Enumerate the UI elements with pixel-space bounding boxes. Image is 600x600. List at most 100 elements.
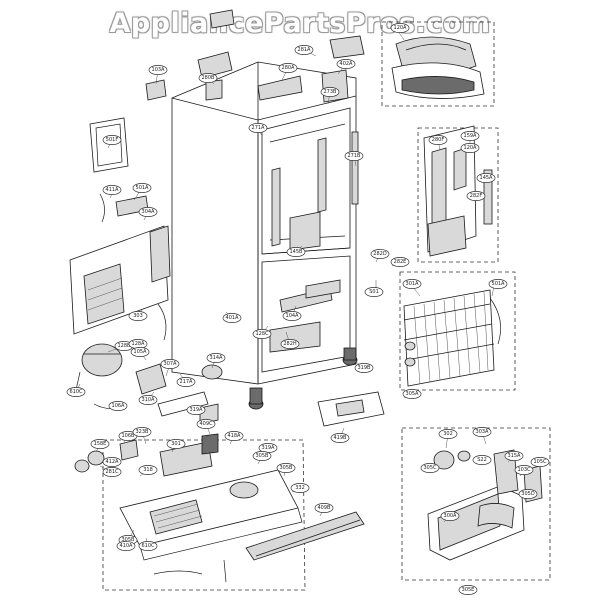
part-callout: 145A [476, 173, 496, 183]
evaporator-group-outline [399, 271, 516, 391]
callout-bubble [518, 489, 538, 499]
callout-bubble [138, 465, 158, 475]
part-callout: 307A [160, 359, 180, 369]
callout-bubble [102, 185, 122, 195]
part-number-label: 301 [171, 441, 181, 447]
part-callout: 103C [514, 465, 534, 475]
part-callout: 120A [460, 143, 480, 153]
part-number-label: 145B [290, 249, 304, 255]
callout-bubble [176, 377, 196, 387]
top-cover-parts [329, 35, 485, 99]
callout-bubble [364, 287, 384, 297]
callout-bubble [330, 433, 350, 443]
part-callout: 610C [66, 387, 86, 397]
callout-bubble [66, 387, 86, 397]
part-number-label: 303 [133, 313, 143, 319]
part-number-label: 105A [134, 349, 148, 355]
part-number-label: 303A [476, 429, 490, 435]
part-callout: 305A [402, 389, 422, 399]
part-number-label: 305B [122, 537, 136, 543]
callout-bubble [128, 311, 148, 321]
part-callout: 105C [530, 457, 550, 467]
part-number-label: 419B [334, 435, 348, 441]
part-callout: 282D [370, 249, 390, 259]
part-number-label: 411A [106, 187, 120, 193]
part-number-label: 310A [142, 397, 156, 403]
part-callout: 271A [248, 123, 268, 133]
callout-bubble [460, 131, 480, 141]
part-callout: 419B [330, 433, 350, 443]
watermark: AppliancePartsPros.com [109, 8, 491, 39]
part-number-label: 301A [406, 281, 420, 287]
callout-bubble [108, 401, 128, 411]
part-callout: 409B [314, 503, 334, 513]
callout-bubble [102, 135, 122, 145]
callout-bubble [102, 457, 122, 467]
part-number-label: S01 [369, 289, 379, 295]
top-cover-group-outline [381, 21, 495, 107]
part-number-label: 106B [122, 433, 136, 439]
callout-bubble [224, 431, 244, 441]
callout-bubble [248, 123, 268, 133]
part-callout: 610C [138, 541, 158, 551]
part-callout: S22 [472, 455, 492, 465]
part-callout: 128C [252, 329, 272, 339]
refrigerator-cabinet [145, 9, 359, 410]
part-callout: 303A [472, 427, 492, 437]
part-callout: 332 [290, 483, 310, 493]
part-callout: 302 [438, 429, 458, 439]
part-callout: 303 [128, 311, 148, 321]
part-callout: 159A [460, 131, 480, 141]
part-callout: 281C [102, 467, 122, 477]
part-number-label: 307A [164, 361, 178, 367]
part-number-label: 103C [517, 467, 531, 473]
part-callout: 501A [488, 279, 508, 289]
part-callout: 402A [336, 59, 356, 69]
evaporator-cover-parts [423, 125, 493, 257]
part-number-label: 282F [470, 193, 483, 199]
part-number-label: 412A [106, 459, 120, 465]
part-number-label: 159A [464, 133, 478, 139]
callout-bubble [132, 183, 152, 193]
part-number-label: 271A [252, 125, 266, 131]
part-number-label: 410A [120, 543, 134, 549]
callout-bubble [504, 451, 524, 461]
part-callout: 145B [286, 247, 306, 257]
callout-bubble [90, 439, 110, 449]
part-number-label: 318 [143, 467, 153, 473]
part-number-label: 401A [226, 315, 240, 321]
part-callout: 401A [222, 313, 242, 323]
part-callout: 280B [198, 73, 218, 83]
callout-bubble [198, 73, 218, 83]
part-number-label: 300A [444, 513, 458, 519]
callout-bubble [148, 65, 168, 75]
part-number-label: 273B [324, 89, 338, 95]
part-number-label: 103A [152, 67, 166, 73]
part-number-label: 104A [286, 313, 300, 319]
part-number-label: 409B [318, 505, 332, 511]
callout-bubble [138, 541, 158, 551]
part-callout: 314A [206, 353, 226, 363]
callout-bubble [460, 143, 480, 153]
callout-bubble [294, 45, 314, 55]
part-number-label: 332 [295, 485, 305, 491]
part-callout: 305E [458, 585, 478, 595]
callout-bubble [390, 23, 410, 33]
part-number-label: 409C [199, 421, 213, 427]
callout-bubble [440, 511, 460, 521]
part-number-label: 281C [105, 469, 119, 475]
callout-bubble [252, 451, 272, 461]
part-callout: 412A [102, 457, 122, 467]
callout-bubble [344, 151, 364, 161]
callout-bubble [466, 191, 486, 201]
callout-bubble [420, 463, 440, 473]
part-number-label: 501A [492, 281, 506, 287]
part-callout: 106A [108, 401, 128, 411]
callout-bubble [206, 353, 226, 363]
part-number-label: 281A [298, 47, 312, 53]
part-callout: 120A [390, 23, 410, 33]
part-number-label: 418A [228, 433, 242, 439]
part-number-label: 280A [282, 65, 296, 71]
part-number-label: 501A [136, 185, 150, 191]
